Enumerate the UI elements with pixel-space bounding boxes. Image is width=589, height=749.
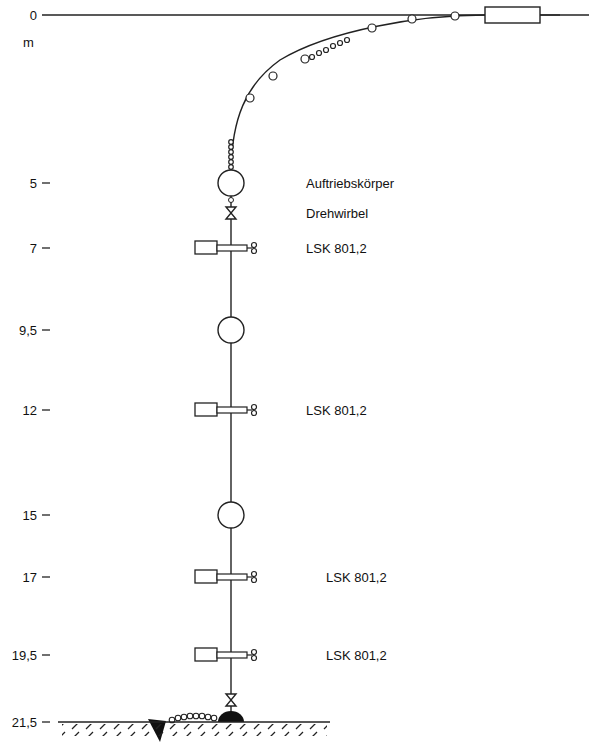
depth-label: 19,5 (11, 648, 38, 663)
depth-label: 17 (22, 570, 38, 585)
depth-label: 7 (29, 241, 38, 256)
instrument-label: LSK 801,2 (305, 403, 368, 418)
anchor-weight (218, 711, 244, 722)
depth-label: 9,5 (18, 323, 38, 338)
current-meter (195, 648, 257, 661)
current-meter (195, 241, 257, 254)
depth-label: 15 (22, 508, 38, 523)
depth-label: 21,5 (11, 715, 38, 730)
buoyancy-spheres (218, 170, 244, 528)
surface-buoy (485, 7, 540, 23)
unit-label: m (22, 35, 35, 50)
depth-label: 12 (22, 403, 38, 418)
swivel (226, 694, 236, 706)
instrument-label: LSK 801,2 (325, 648, 388, 663)
depth-label: 5 (29, 176, 38, 191)
component-label: Drehwirbel (305, 206, 369, 221)
depth-axis (42, 15, 589, 722)
instrument-label: LSK 801,2 (305, 241, 368, 256)
instrument-label: LSK 801,2 (325, 570, 388, 585)
component-label: Auftriebskörper (305, 176, 395, 191)
depth-label: 0 (29, 8, 38, 23)
swivel (226, 207, 236, 219)
current-meter (195, 403, 257, 416)
small-floats (229, 12, 459, 169)
current-meter (195, 570, 257, 583)
